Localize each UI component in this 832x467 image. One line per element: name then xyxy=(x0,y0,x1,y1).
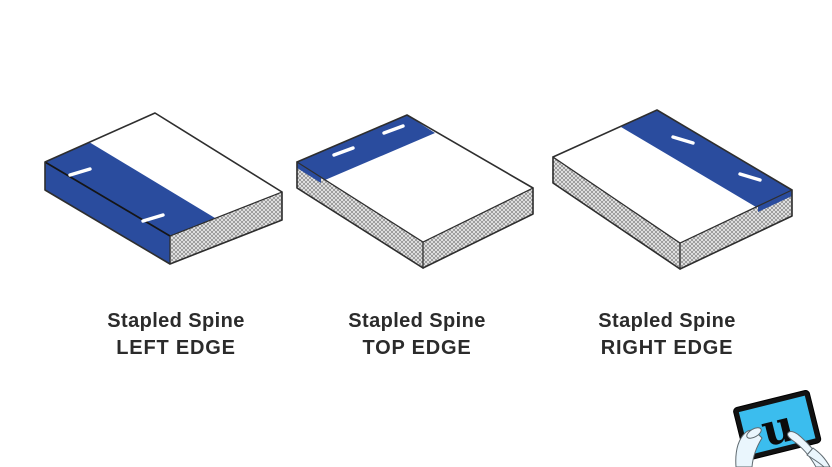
edge-crease xyxy=(422,187,534,243)
spine-wrap-sliver xyxy=(758,190,792,212)
logo-left-thumb xyxy=(746,427,762,439)
caption-title: Stapled Spine xyxy=(348,310,486,332)
spine-side-face xyxy=(45,162,170,264)
notepad-illustrations xyxy=(44,109,793,271)
hands-holding-tablet-logo: u xyxy=(733,389,831,467)
caption-title: Stapled Spine xyxy=(598,310,736,332)
notepad-spine-top-edge xyxy=(296,114,534,270)
logo-right-fingers xyxy=(806,447,831,467)
caption-left-edge: Stapled Spine LEFT EDGE xyxy=(46,308,306,362)
edge-crease xyxy=(679,189,793,244)
staple-mark xyxy=(332,146,355,157)
caption-title: Stapled Spine xyxy=(107,310,245,332)
notepad-spine-left-edge xyxy=(44,112,283,265)
caption-top-edge: Stapled Spine TOP EDGE xyxy=(287,308,547,362)
caption-subtitle: TOP EDGE xyxy=(362,337,472,359)
spine-fold-line xyxy=(44,161,171,237)
staple-mark xyxy=(671,135,695,145)
caption-subtitle: RIGHT EDGE xyxy=(600,337,734,359)
cover-top-face xyxy=(553,110,792,243)
spine-band xyxy=(297,115,435,180)
notepad-outline xyxy=(296,114,534,269)
staple-mark xyxy=(141,213,165,223)
notepad-outline xyxy=(552,109,793,270)
notepad-spine-right-edge xyxy=(552,109,793,271)
caption-right-edge: Stapled Spine RIGHT EDGE xyxy=(537,308,797,362)
spine-band xyxy=(621,110,792,207)
caption-row: Stapled Spine LEFT EDGE Stapled Spine TO… xyxy=(0,308,832,378)
cover-top-face xyxy=(45,113,282,236)
notepad-outline xyxy=(44,112,283,265)
caption-subtitle: LEFT EDGE xyxy=(116,337,236,359)
staple-mark xyxy=(382,124,405,135)
edge-crease xyxy=(296,161,424,243)
edge-crease xyxy=(552,156,681,244)
spine-wrap-sliver xyxy=(297,162,321,183)
edge-crease xyxy=(169,191,283,237)
spine-band xyxy=(45,142,215,236)
staple-mark xyxy=(738,172,762,182)
staple-mark xyxy=(68,167,92,177)
